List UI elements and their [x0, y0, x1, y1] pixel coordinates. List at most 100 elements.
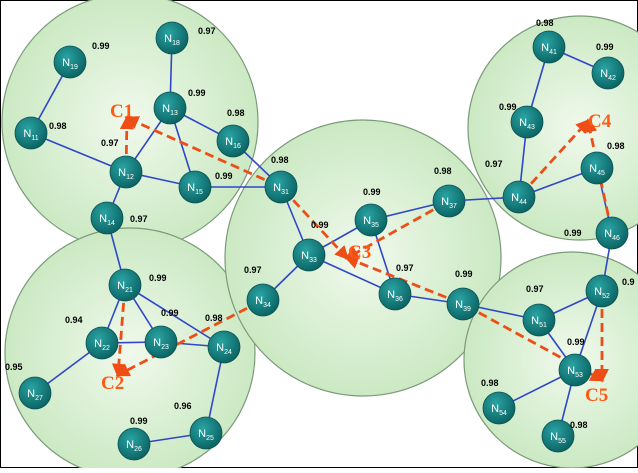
- node-label-subscript: 44: [519, 199, 527, 206]
- node-weight-n14: 0.97: [130, 214, 148, 224]
- node-label-subscript: 19: [70, 64, 78, 71]
- node-label: N53: [567, 365, 583, 379]
- node-label-base: N: [550, 431, 558, 443]
- node-label-base: N: [198, 428, 206, 440]
- cluster-label-c4: C4: [588, 111, 612, 132]
- arrow-n34-to-c2: [115, 307, 248, 377]
- node-label: N35: [363, 215, 379, 229]
- node-label-subscript: 46: [612, 235, 620, 242]
- node-circle: [580, 151, 614, 185]
- node-circle: [585, 274, 619, 308]
- node-circle: [153, 91, 187, 125]
- node-n52: N52: [585, 274, 619, 308]
- node-label: N19: [62, 57, 78, 71]
- cluster-labels: C1 C2 C3 C4 C5: [101, 101, 612, 406]
- node-n46: N46: [595, 216, 629, 250]
- node-circle: [482, 391, 516, 425]
- node-weights: 0.97 0.99 0.99 0.98 0.98 0.97 0.99 0.97 0.98 0.99…: [5, 18, 635, 430]
- node-label: N13: [162, 103, 178, 117]
- node-circle: [432, 184, 466, 218]
- node-weight-n19: 0.99: [92, 41, 110, 51]
- node-label-subscript: 36: [395, 296, 403, 303]
- node-label-base: N: [301, 250, 309, 262]
- node-label: N43: [519, 117, 535, 131]
- node-weight-n55: 0.98: [570, 420, 588, 430]
- node-label: N25: [198, 428, 214, 442]
- node-label: N54: [491, 403, 507, 417]
- node-label-subscript: 13: [170, 110, 178, 117]
- node-weight-n36: 0.97: [396, 263, 414, 273]
- node-label-subscript: 41: [549, 49, 557, 56]
- node-label: N44: [511, 192, 527, 206]
- node-weight-n26: 0.99: [130, 416, 148, 426]
- node-n44: N44: [502, 180, 536, 214]
- node-label-subscript: 54: [499, 410, 507, 417]
- node-weight-n41: 0.98: [536, 18, 554, 28]
- node-circle: [108, 268, 142, 302]
- node-label-base: N: [118, 167, 126, 179]
- arrow-n39-to-c3: [344, 255, 447, 299]
- node-circle: [90, 201, 124, 235]
- node-n31: N31: [264, 170, 298, 204]
- node-label-base: N: [162, 103, 170, 115]
- node-label-base: N: [531, 315, 539, 327]
- node-label-subscript: 16: [233, 143, 241, 150]
- node-label-subscript: 24: [224, 349, 232, 356]
- cluster-label-c2: C2: [101, 373, 124, 394]
- node-label-subscript: 26: [134, 446, 142, 453]
- node-circle: [558, 353, 592, 387]
- node-label-subscript: 42: [608, 75, 616, 82]
- node-weight-n45: 0.98: [607, 141, 625, 151]
- arrow-n21-to-c2: [111, 302, 126, 378]
- node-circle: [446, 287, 480, 321]
- node-n16: N16: [216, 124, 250, 158]
- node-label-subscript: 52: [602, 293, 610, 300]
- node-weight-n35: 0.99: [363, 187, 381, 197]
- node-label-base: N: [117, 280, 125, 292]
- node-n22: N22: [85, 326, 119, 360]
- node-n24: N24: [207, 330, 241, 364]
- node-label-base: N: [519, 117, 527, 129]
- node-n45: N45: [580, 151, 614, 185]
- node-n34: N34: [246, 283, 280, 317]
- node-n12: N12: [109, 155, 143, 189]
- node-label-subscript: 35: [371, 222, 379, 229]
- node-circle: [207, 330, 241, 364]
- node-label: N12: [118, 167, 134, 181]
- node-circle: [14, 116, 48, 150]
- node-weight-n37: 0.98: [434, 166, 452, 176]
- node-weight-n23: 0.99: [161, 308, 179, 318]
- node-label-base: N: [600, 68, 608, 80]
- node-label: N52: [594, 286, 610, 300]
- node-n33: N33: [292, 238, 326, 272]
- node-n19: N19: [53, 45, 87, 79]
- node-label-base: N: [455, 299, 463, 311]
- node-n14: N14: [90, 201, 124, 235]
- node-label-base: N: [441, 196, 449, 208]
- node-weight-n18: 0.97: [198, 26, 216, 36]
- node-label-subscript: 21: [125, 287, 133, 294]
- node-circle: [18, 376, 52, 410]
- node-label: N14: [99, 213, 115, 227]
- node-label-subscript: 12: [126, 174, 134, 181]
- edge-n21-n24: [124, 284, 225, 348]
- node-label-subscript: 18: [172, 40, 180, 47]
- node-circle: [189, 416, 223, 450]
- node-label-subscript: 43: [527, 124, 535, 131]
- node-weight-n27: 0.95: [5, 362, 23, 372]
- node-n55: N55: [541, 419, 575, 453]
- node-n42: N42: [591, 56, 625, 90]
- node-label: N39: [455, 299, 471, 313]
- node-weight-n53: 0.99: [567, 337, 585, 347]
- node-label: N42: [600, 68, 616, 82]
- node-n13: N13: [153, 91, 187, 125]
- node-label-base: N: [216, 342, 224, 354]
- cluster-circle-c2: [4, 227, 256, 473]
- node-n18: N18: [155, 21, 189, 55]
- node-circle: [378, 277, 412, 311]
- node-n11: N11: [14, 116, 48, 150]
- node-label-base: N: [187, 182, 195, 194]
- node-circle: [502, 180, 536, 214]
- node-label: N36: [387, 289, 403, 303]
